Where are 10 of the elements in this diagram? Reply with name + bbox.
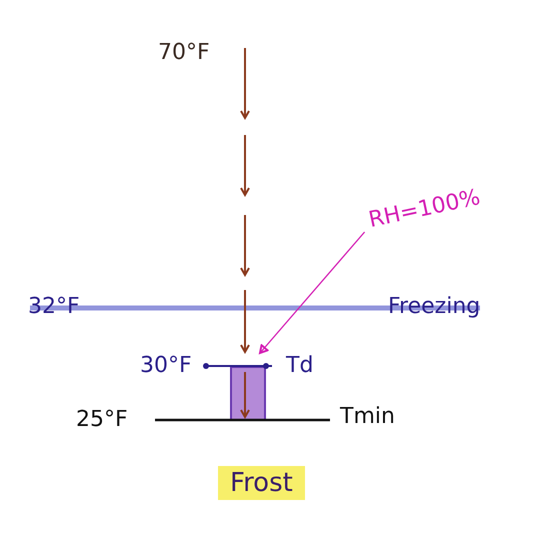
label: 25°F bbox=[76, 407, 128, 433]
label: Tmin bbox=[340, 404, 395, 430]
label: Td bbox=[286, 353, 314, 379]
label: 70°F bbox=[158, 40, 210, 66]
label: Freezing bbox=[388, 294, 480, 320]
shaded-column bbox=[230, 366, 266, 421]
leader-line bbox=[259, 232, 366, 354]
highlighted-label: Frost bbox=[218, 466, 305, 500]
label: 32°F bbox=[28, 294, 80, 320]
label: 30°F bbox=[140, 353, 192, 379]
